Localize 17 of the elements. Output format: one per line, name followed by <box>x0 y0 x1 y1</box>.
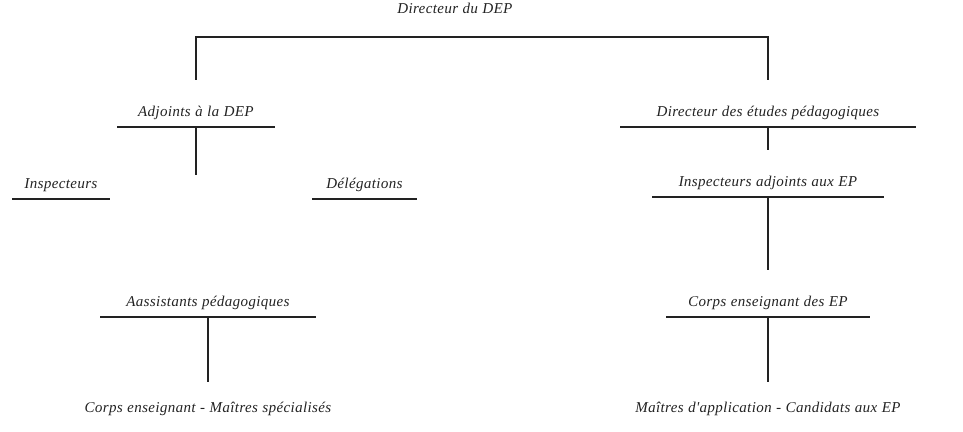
underlined-label: Délégations <box>312 170 417 200</box>
connector-line <box>767 128 769 150</box>
org-label: Maîtres d'application - Candidats aux EP <box>598 382 938 422</box>
connector-line <box>455 36 769 80</box>
underlined-label: Aassistants pédagogiques <box>100 280 316 318</box>
org-label: Corps enseignant - Maîtres spécialisés <box>58 382 358 422</box>
underlined-label: Corps enseignant des EP <box>666 270 870 318</box>
connector-line <box>207 318 209 382</box>
connector-line <box>195 128 197 175</box>
underlined-label: Directeur des études pédagogiques <box>620 80 916 128</box>
underlined-label: Inspecteurs adjoints aux EP <box>652 150 884 198</box>
org-label: Directeur du DEP <box>340 0 570 37</box>
connector-line <box>767 318 769 382</box>
underlined-label: Adjoints à la DEP <box>117 80 275 128</box>
connector-line <box>195 36 455 80</box>
connector-line <box>767 198 769 270</box>
underlined-label: Inspecteurs <box>12 170 110 200</box>
